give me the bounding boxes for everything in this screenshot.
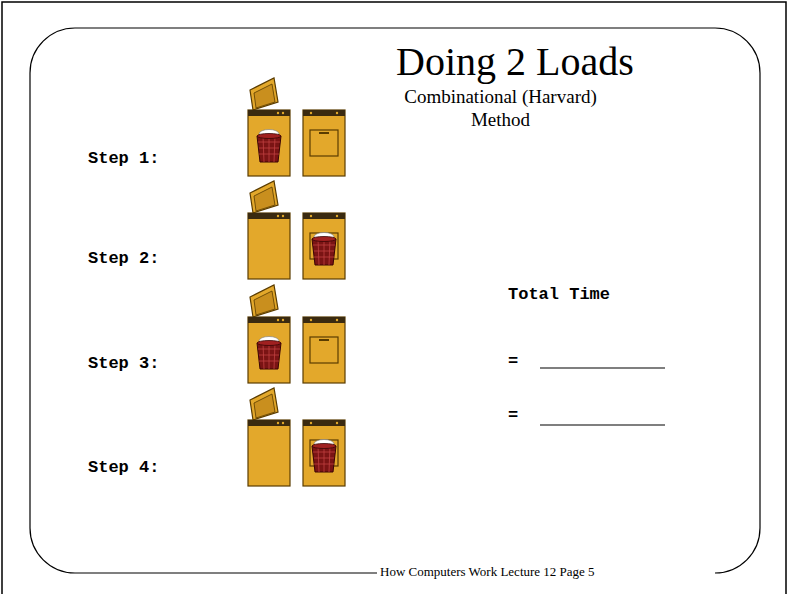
- equals-sign: =: [508, 352, 518, 371]
- answer-blank: [540, 424, 665, 425]
- washer-row: [248, 285, 345, 383]
- total-time-label: Total Time: [508, 285, 610, 304]
- dryer-row: [248, 181, 345, 279]
- washer-row: [248, 78, 345, 176]
- slide-title: Doing 2 Loads: [396, 38, 634, 85]
- slide-footer: How Computers Work Lecture 12 Page 5: [377, 564, 598, 580]
- step-label: Step 3:: [88, 354, 159, 373]
- slide-subtitle: Combinational (Harvard) Method: [393, 85, 608, 131]
- step-label: Step 1:: [88, 149, 159, 168]
- step-label: Step 4:: [88, 458, 159, 477]
- equals-sign: =: [508, 406, 518, 425]
- dryer-row: [248, 388, 345, 486]
- answer-blank: [540, 367, 665, 368]
- step-label: Step 2:: [88, 249, 159, 268]
